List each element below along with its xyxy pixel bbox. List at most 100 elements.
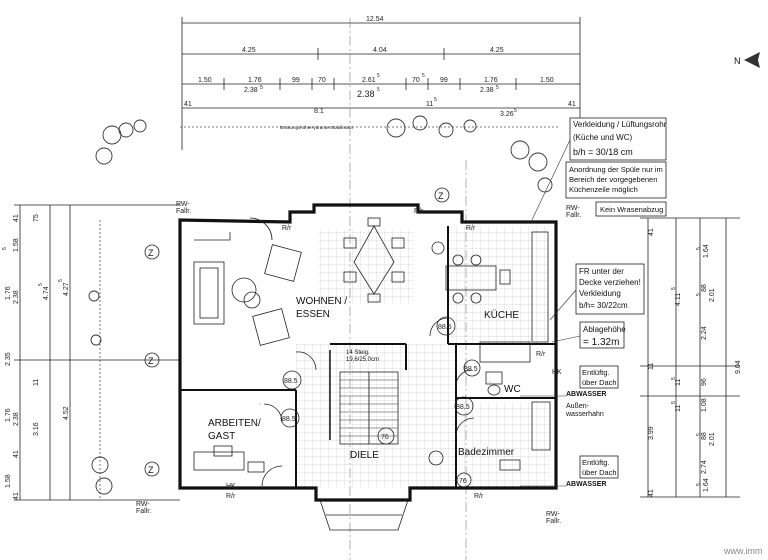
north-arrow: N bbox=[734, 52, 760, 68]
tile-grid-kitchen bbox=[448, 226, 548, 344]
tile-grid-hall bbox=[296, 230, 456, 488]
dim-left-i: 41 bbox=[13, 450, 20, 458]
dim-top-row3-a: 1.50 bbox=[198, 77, 212, 84]
outer-wall bbox=[178, 203, 558, 502]
dim-small-sup: 5 bbox=[434, 97, 437, 103]
rw-label-3: RW- bbox=[136, 501, 150, 508]
dim-right-sup-b: 5 bbox=[696, 293, 702, 296]
dim-right-f: 11 bbox=[648, 363, 655, 370]
dim-right-l: 1.64 bbox=[703, 478, 710, 492]
dim-right-k: 2.74 bbox=[701, 460, 708, 474]
rr-label-4: R/r bbox=[536, 351, 546, 358]
dim-top-row3-c: 99 bbox=[292, 77, 300, 84]
dim-left-mid-c: 4.52 bbox=[63, 406, 70, 420]
dim-top-row4-b: 2.38 bbox=[357, 89, 375, 99]
dim-top-row4-sup-c: 5 bbox=[496, 85, 499, 91]
dim-top-row3-d: 70 bbox=[318, 77, 326, 84]
hk-label-2: HK bbox=[552, 369, 562, 376]
left-dimension-chain: 41 75 1.58 1.76 2.38 2.35 1.76 2.38 41 1… bbox=[2, 204, 180, 501]
dim-right-j: 2.01 bbox=[709, 432, 716, 446]
plot-line-text: BrüstungshöheHydrantenStabilisator bbox=[280, 125, 354, 130]
dim-top-row3-h: 1.76 bbox=[484, 77, 498, 84]
fallr-label-2: Fallr. bbox=[566, 212, 581, 219]
note-abwasser-2: ABWASSER bbox=[566, 481, 606, 488]
dim-right-top-sup: 5 bbox=[514, 108, 517, 114]
note-wrasen: Kein Wrasenabzug bbox=[595, 201, 667, 217]
room-wc-label: WC bbox=[504, 384, 521, 395]
fallr-label-3: Fallr. bbox=[136, 508, 151, 515]
dim-right-top: 3.26 bbox=[500, 111, 514, 118]
dim-top-row3-e: 2.61 bbox=[362, 77, 376, 84]
dim-top-row2-b: 4.04 bbox=[373, 47, 387, 54]
dim-right-sup-d: 5 bbox=[696, 483, 702, 486]
dim-right-d: 2.01 bbox=[709, 288, 716, 302]
dim-top-row2-a: 4.25 bbox=[242, 47, 256, 54]
note-verkleidung-l2: (Küche und WC) bbox=[573, 133, 632, 142]
rw-label-1: RW- bbox=[176, 201, 190, 208]
dim-right-g: 96 bbox=[701, 378, 708, 386]
note-entlueftung-2-l1: Entlüftg. bbox=[582, 458, 610, 467]
dim-top-row4-sup-a: 5 bbox=[260, 85, 263, 91]
dim-left-a: 41 bbox=[13, 214, 20, 222]
dim-right-mid-sup-b: 5 bbox=[671, 377, 677, 380]
dim-top-row4-a: 2.38 bbox=[244, 87, 258, 94]
rr-label-6: R/r bbox=[474, 493, 484, 500]
dim-left-b: 75 bbox=[33, 214, 40, 222]
note-abwasser-1-text: ABWASSER bbox=[566, 391, 606, 398]
height-marker-4: 88.5 bbox=[456, 404, 470, 411]
height-marker-7: 76 bbox=[459, 478, 467, 485]
dim-left-j: 1.58 bbox=[5, 474, 12, 488]
fallr-label-1: Fallr. bbox=[176, 208, 191, 215]
dim-left-f: 2.35 bbox=[5, 352, 12, 366]
height-marker-1: 88.5 bbox=[438, 324, 452, 331]
dim-top-row3-sup-a: 5 bbox=[377, 73, 380, 79]
staircase bbox=[329, 350, 399, 445]
north-label: N bbox=[734, 56, 741, 66]
dim-left-mid-d: 3.16 bbox=[33, 422, 40, 436]
dim-right-b: 1.64 bbox=[703, 244, 710, 258]
dim-top-row3-f: 70 bbox=[412, 77, 420, 84]
z-marker-2: Z bbox=[148, 356, 154, 366]
garden-shrubs bbox=[88, 115, 553, 495]
room-labels: WOHNEN / ESSEN KÜCHE ARBEITEN/ GAST DIEL… bbox=[208, 296, 521, 461]
room-wohnen-label: WOHNEN / bbox=[296, 296, 347, 307]
dim-left-mid-e: 11 bbox=[33, 379, 40, 386]
dim-right-mid-sup-a: 5 bbox=[671, 287, 677, 290]
dim-right-e: 2.24 bbox=[701, 326, 708, 340]
dim-right-mid-b: 11 bbox=[675, 379, 682, 386]
height-marker-6: 76 bbox=[381, 434, 389, 441]
dim-right-mid-d: 11 bbox=[675, 405, 682, 412]
note-fr: FR unter der Decke verziehen! Verkleidun… bbox=[575, 263, 645, 315]
height-marker-2: 88.5 bbox=[282, 416, 296, 423]
dim-small-d: 41 bbox=[568, 101, 576, 108]
note-ablage-l2: = 1.32m bbox=[583, 337, 619, 348]
z-marker-4: Z bbox=[438, 191, 444, 201]
dim-top-row4-sup-b: 5 bbox=[377, 87, 380, 93]
note-abwasser-2-text: ABWASSER bbox=[566, 481, 606, 488]
note-fr-l4: b/h= 30/22cm bbox=[579, 301, 628, 310]
stair-label: 14 Steig. 19,6/25,0cm bbox=[346, 350, 379, 363]
z-markers: Z Z Z Z bbox=[144, 187, 450, 477]
dim-right-i: 88 bbox=[701, 432, 708, 440]
note-ablage: Ablagehöhe = 1.32m bbox=[579, 321, 626, 349]
leader-lines bbox=[520, 139, 581, 487]
dim-left-mid-sup-a: 5 bbox=[38, 283, 44, 286]
kitchen-fixtures bbox=[431, 231, 549, 363]
room-bad-label: Badezimmer bbox=[458, 447, 515, 458]
note-entlueftung-1: Entlüftg. über Dach bbox=[579, 365, 619, 389]
note-entlueftung-1-l2: über Dach bbox=[582, 378, 617, 387]
note-spuele: Anordnung der Spüle nur im Bereich der v… bbox=[565, 161, 667, 199]
note-entlueftung-1-l1: Entlüftg. bbox=[582, 368, 610, 377]
note-fr-l1: FR unter der bbox=[579, 267, 624, 276]
hk-label-1: HK bbox=[226, 483, 236, 490]
dim-left-mid-a: 4.74 bbox=[43, 286, 50, 300]
room-kueche-label: KÜCHE bbox=[484, 309, 519, 321]
note-entlueftung-2-l2: über Dach bbox=[582, 468, 617, 477]
note-abwasser-1: ABWASSER bbox=[566, 391, 606, 398]
note-fr-l3: Verkleidung bbox=[579, 289, 621, 298]
dim-right-mid-e: 9.04 bbox=[735, 360, 742, 374]
dim-left-h: 2.38 bbox=[13, 412, 20, 426]
dim-left-sup: 5 bbox=[2, 247, 8, 250]
rr-label-1: R/r bbox=[282, 225, 292, 232]
